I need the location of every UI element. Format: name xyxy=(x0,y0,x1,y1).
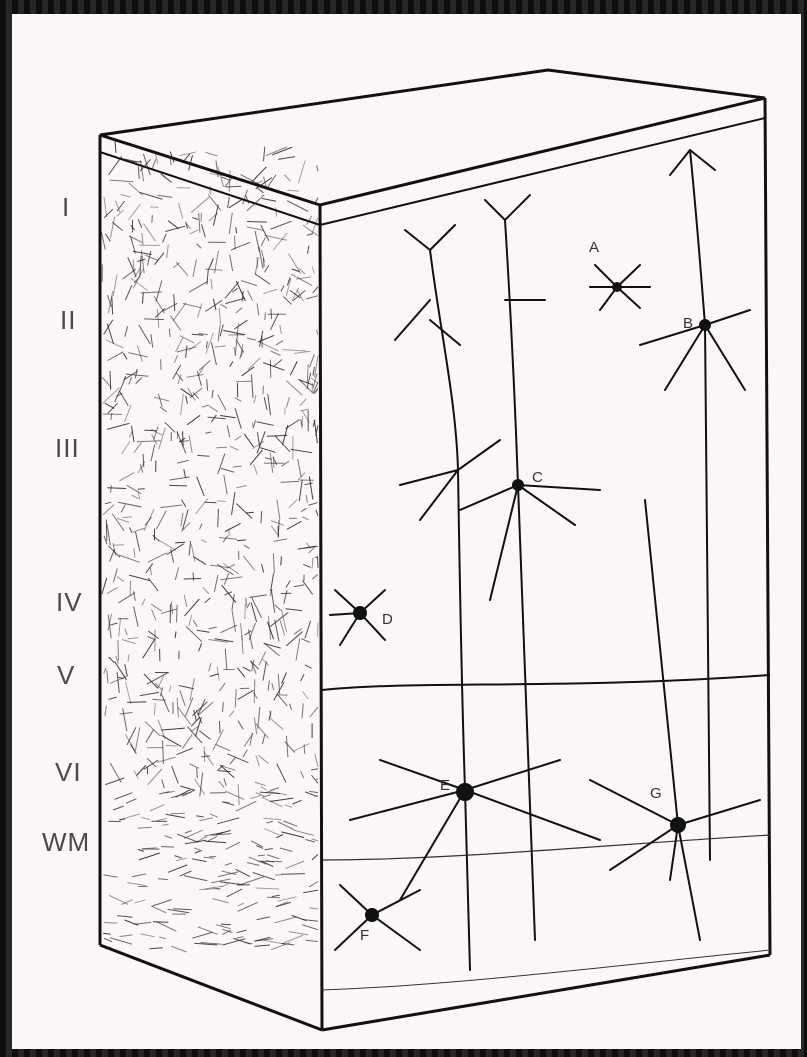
block-bottom-right-edge xyxy=(322,955,770,1030)
cell-label-e: E xyxy=(440,777,450,794)
white-matter-boundary xyxy=(322,835,770,860)
left-face-fiber-texture xyxy=(101,138,318,952)
stellate-cell-d xyxy=(330,590,385,645)
stellate-cell-a xyxy=(590,265,650,310)
cell-label-g: G xyxy=(650,785,662,802)
cell-f xyxy=(335,885,420,950)
pyramidal-cell-b xyxy=(640,150,750,860)
lower-boundary xyxy=(322,950,770,990)
pyramidal-cell-c xyxy=(460,195,600,940)
pyramidal-cell-g xyxy=(590,500,760,940)
cell-label-a: A xyxy=(589,239,599,256)
cell-label-f: F xyxy=(360,927,369,944)
cell-label-c: C xyxy=(532,469,543,486)
block-right-edge xyxy=(765,98,770,955)
block-bottom-left-edge xyxy=(100,945,322,1030)
cell-label-d: D xyxy=(382,611,393,628)
cell-label-b: B xyxy=(683,315,693,332)
layer-v-boundary xyxy=(322,675,770,690)
block-front-edge xyxy=(320,205,322,1030)
